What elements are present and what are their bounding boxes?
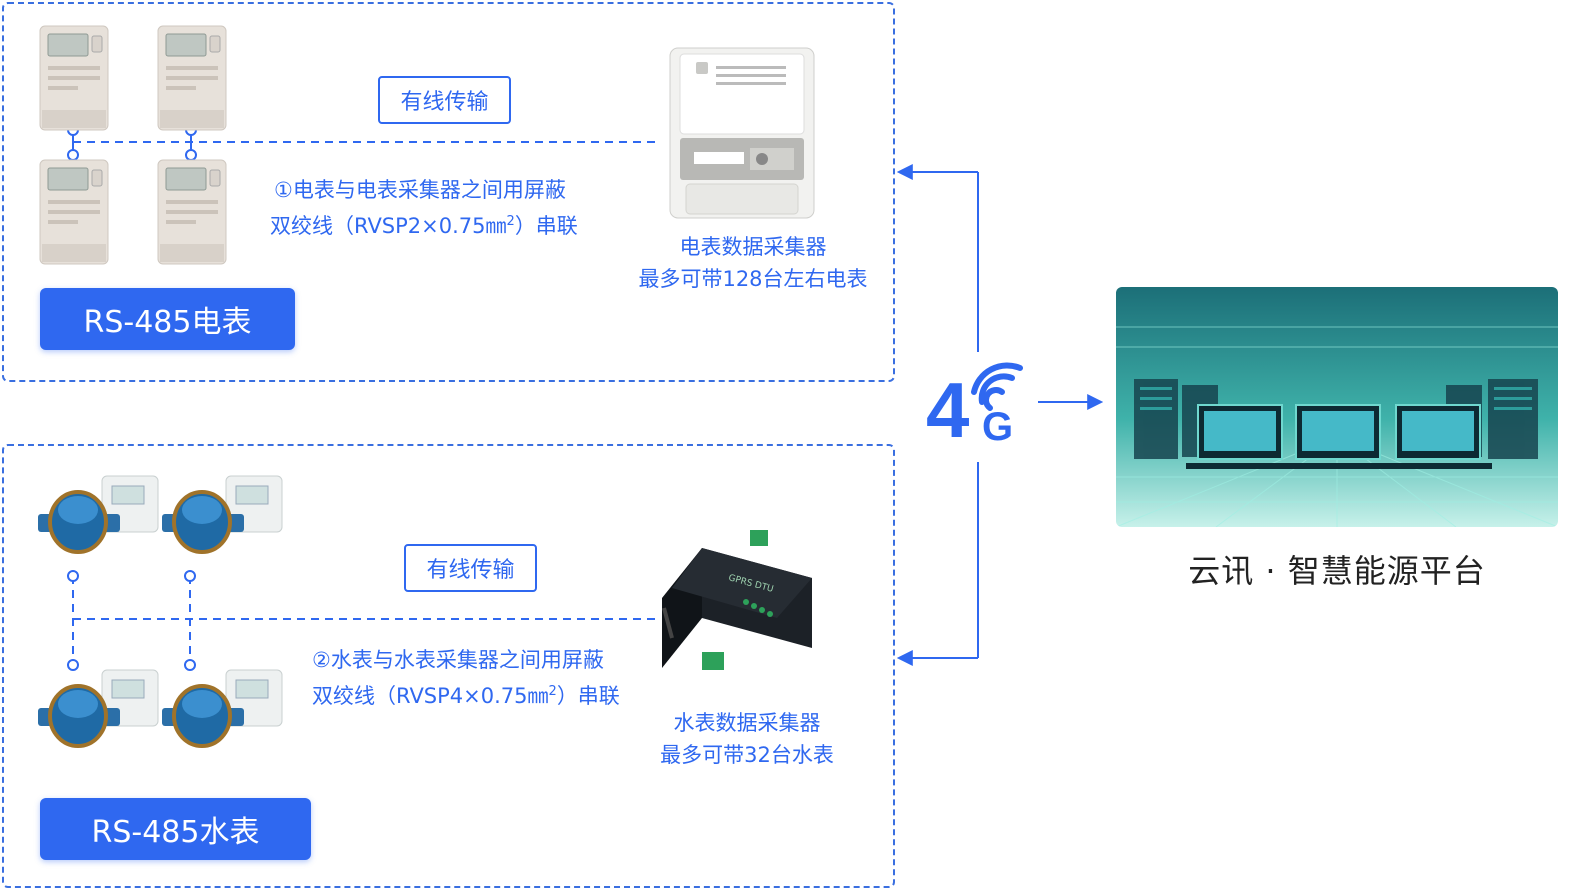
electric-meter-icon [157,159,227,265]
platform-image [1116,287,1558,527]
electric-meter-icon [39,25,109,131]
electric-collector-caption: 电表数据采集器 最多可带128台左右电表 [638,235,868,291]
water-meter-icon [38,475,159,554]
network-4g-letter: G [982,405,1014,449]
water-collector-caption: 水表数据采集器 最多可带32台水表 [660,711,834,767]
electric-meter-badge: RS-485电表 [40,288,295,350]
electric-wiring-note: ①电表与电表采集器之间用屏蔽 双绞线（RVSP2×0.75㎜2）串联 [270,178,578,238]
electric-transport-label: 有线传输 [378,76,511,124]
network-4g-digit: 4 [926,366,970,454]
electric-collector-icon [669,47,815,219]
water-meter-badge: RS-485水表 [40,798,311,860]
water-transport-label: 有线传输 [404,544,537,592]
water-meter-icon [38,669,159,748]
water-wiring-note: ②水表与水表采集器之间用屏蔽 双绞线（RVSP4×0.75㎜2）串联 [312,648,620,708]
water-meter-icon [162,669,283,748]
electric-meter-icon [157,25,227,131]
water-collector-dtu-icon: GPRS DTU [662,530,812,670]
water-meter-panel [2,444,895,888]
platform-title: 云讯 · 智慧能源平台 [1188,552,1486,590]
electric-meter-icon [39,159,109,265]
electric-meter-panel [2,2,895,382]
water-meter-icon [162,475,283,554]
wifi-signal-icon [971,362,1023,411]
